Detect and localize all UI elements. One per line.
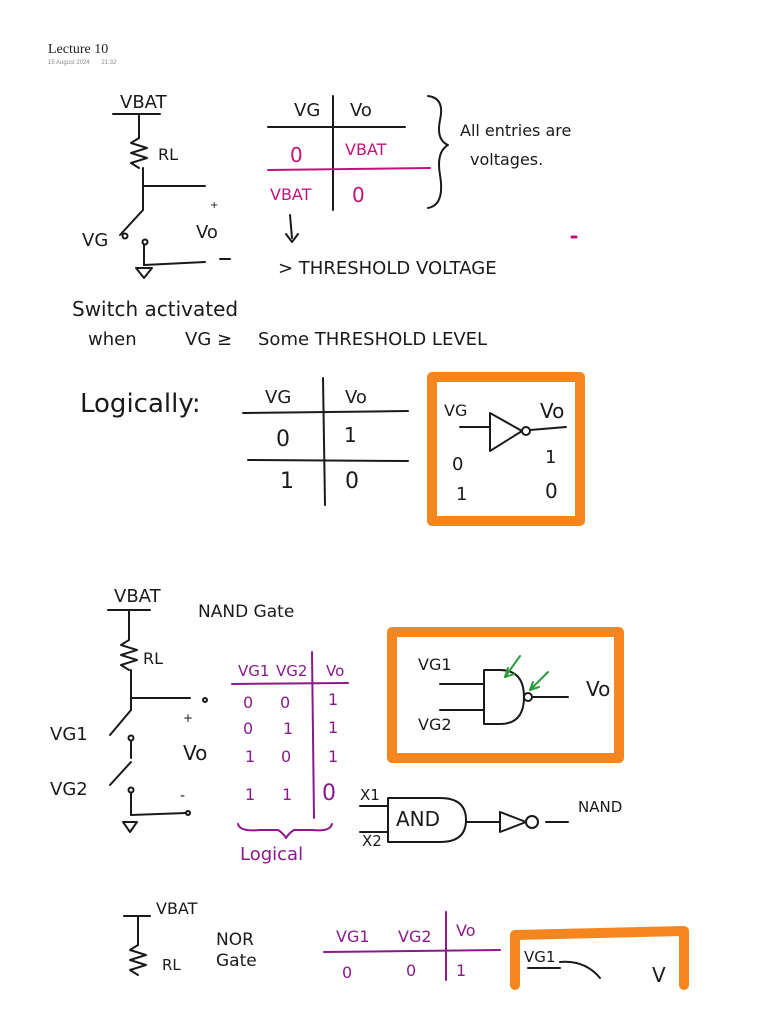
nor-r1-b: 0 [406, 961, 416, 980]
nt-head-vg2: VG2 [276, 662, 307, 680]
minus-label-3: - [180, 788, 185, 804]
vo-label-3: Vo [183, 741, 207, 765]
page-time: 21:32 [101, 60, 117, 66]
vbat-label-3: VBAT [114, 586, 162, 607]
nand-label: NAND [578, 798, 622, 816]
switch-line-1: Switch activated [72, 297, 238, 321]
nt-r3-a: 1 [245, 747, 255, 766]
nor-r1-a: 0 [342, 963, 352, 982]
box-r2-in: 1 [456, 484, 467, 505]
nor-head-vo: Vo [456, 921, 476, 940]
logical-label: Logical [240, 844, 303, 865]
nt-r3-b: 0 [281, 747, 291, 766]
and-not-diagram [359, 797, 569, 843]
vbat-label-4: VBAT [156, 899, 198, 918]
nt-r2-a: 0 [243, 719, 253, 738]
nand-table [231, 651, 349, 839]
vt-r2-vg: VBAT [270, 185, 312, 204]
nand-circuit [107, 609, 208, 833]
x2-label: X2 [362, 832, 382, 850]
x1-label: X1 [360, 786, 380, 804]
nor-title-1: NOR [216, 930, 254, 950]
vg1-label-3: VG1 [50, 724, 88, 745]
nor-head-vg1: VG1 [336, 927, 370, 946]
lt-r2-vg: 1 [280, 469, 294, 494]
page-date: 15 August 2024 [48, 60, 90, 66]
nt-r1-c: 1 [328, 690, 338, 709]
and-label: AND [396, 807, 440, 831]
box-vg1-label: VG1 [418, 655, 452, 674]
nt-head-vg1: VG1 [238, 662, 269, 680]
nor-table [323, 911, 501, 981]
note-line-1: All entries are [460, 121, 571, 140]
rl-label-3: RL [143, 649, 163, 668]
rl-label-1: RL [158, 145, 178, 164]
box-vo-label: Vo [540, 399, 564, 423]
nt-r4-a: 1 [245, 785, 255, 804]
nor-box-vg1: VG1 [524, 948, 555, 966]
lt-head-vo: Vo [345, 387, 367, 408]
lt-r2-vo: 0 [345, 469, 359, 494]
vt-head-vg: VG [294, 100, 320, 121]
nt-head-vo: Vo [326, 662, 344, 680]
threshold-arrow [285, 214, 299, 243]
nand-title: NAND Gate [198, 602, 294, 622]
vg2-label-3: VG2 [50, 779, 88, 800]
vg-label-1: VG [82, 230, 108, 251]
page-header: Lecture 10 15 August 2024 21:32 [48, 42, 126, 66]
vbat-label-1: VBAT [120, 92, 168, 113]
nor-circuit [123, 915, 151, 976]
rl-label-4: RL [162, 956, 181, 974]
switch-circuit-1 [112, 113, 231, 279]
plus-label-3: + [183, 711, 193, 725]
switch-line-2c: Some THRESHOLD LEVEL [258, 329, 487, 350]
box-r1-in: 0 [452, 454, 463, 475]
vo-label-1: Vo [196, 222, 218, 243]
box-vg2-label: VG2 [418, 715, 452, 734]
box-vo-label-3: Vo [586, 677, 610, 701]
nt-r1-a: 0 [243, 693, 253, 712]
nor-r1-c: 1 [456, 961, 466, 980]
nand-gate-symbol [439, 669, 569, 725]
nt-r2-c: 1 [328, 718, 338, 737]
lt-r1-vo: 1 [344, 423, 357, 447]
voltage-table [267, 95, 449, 211]
page-meta: 15 August 2024 21:32 [48, 60, 126, 66]
plus-label-1: + [210, 200, 218, 211]
vt-r1-vo: VBAT [345, 140, 387, 159]
nt-r3-c: 1 [328, 747, 338, 766]
nor-box-v: V [652, 963, 666, 987]
vt-r1-vg: 0 [290, 143, 303, 167]
page-title: Lecture 10 [48, 42, 109, 57]
nt-r4-c: 0 [322, 781, 336, 806]
lt-r1-vg: 0 [276, 427, 290, 452]
nt-r4-b: 1 [282, 785, 292, 804]
box-r2-out: 0 [545, 479, 558, 503]
vt-r2-vo: 0 [352, 183, 365, 207]
lt-head-vg: VG [265, 387, 291, 408]
nt-r2-b: 1 [283, 719, 293, 738]
not-gate-symbol [459, 412, 567, 452]
nor-head-vg2: VG2 [398, 927, 432, 946]
green-arrows [504, 655, 549, 691]
threshold-text: > THRESHOLD VOLTAGE [278, 258, 497, 279]
box-r1-out: 1 [545, 447, 556, 468]
logically-label: Logically: [80, 389, 201, 419]
box-vg-label: VG [444, 401, 467, 420]
nor-title-2: Gate [216, 951, 257, 971]
switch-line-2b: VG ≥ [185, 329, 232, 350]
switch-line-2a: when [88, 329, 137, 350]
logic-table [242, 377, 409, 506]
vt-head-vo: Vo [350, 100, 372, 121]
note-line-2: voltages. [470, 150, 543, 169]
nt-r1-b: 0 [280, 693, 290, 712]
